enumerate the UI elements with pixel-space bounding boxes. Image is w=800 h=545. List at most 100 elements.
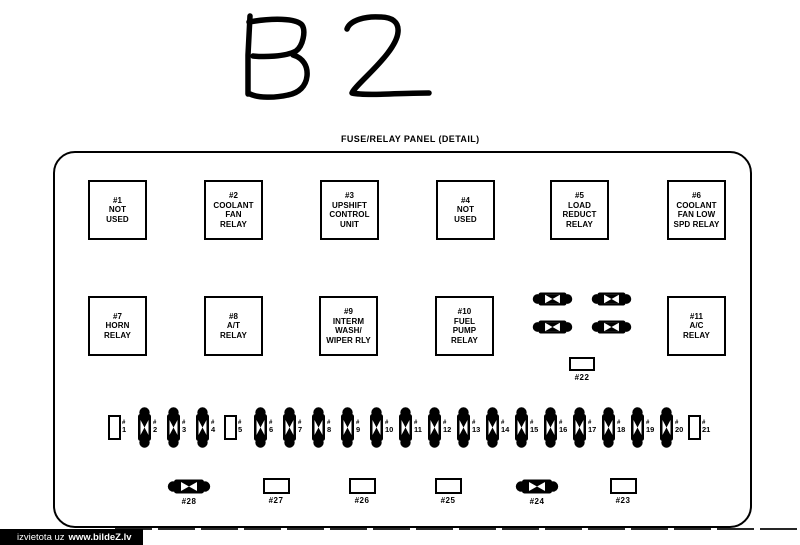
- fuse-9: #9: [340, 406, 360, 448]
- fuse-number: 14: [501, 425, 510, 434]
- fuse-number-label: #5: [238, 420, 242, 433]
- empty-fuse-slot-icon: [609, 478, 637, 494]
- fuse-number-label: #10: [385, 420, 394, 434]
- fuse-6: #6: [253, 406, 273, 448]
- letter-b-bottom-loop: [247, 52, 310, 100]
- relay-label-line: SPD RELAY: [673, 219, 720, 229]
- hash-sign: #: [472, 420, 476, 426]
- hash-sign: #: [443, 420, 447, 426]
- vertical-fuse-icon: [602, 406, 615, 448]
- relay-label-line: #2: [228, 191, 239, 200]
- fuse-17: #17: [572, 406, 596, 448]
- fuse-28: #28: [158, 478, 220, 506]
- fuse-number: 4: [211, 425, 216, 434]
- fuse-slot-26: #26: [331, 478, 393, 505]
- fuse-number-label: #8: [327, 420, 332, 434]
- relay-label-line: A/T: [226, 321, 241, 331]
- vertical-fuse-icon: [428, 406, 441, 448]
- fuse-number: 6: [269, 425, 274, 434]
- fuse-14: #14: [485, 406, 509, 448]
- fuse-12: #12: [427, 406, 451, 448]
- fuse-24: #24: [506, 478, 568, 506]
- relay-label-line: USED: [106, 214, 129, 224]
- vertical-fuse-icon: [660, 406, 673, 448]
- fuse-number-label: #2: [153, 420, 157, 433]
- relay-label-line: #5: [574, 191, 585, 200]
- relay-label-line: COOLANT: [213, 200, 254, 210]
- relay-label-line: RELAY: [220, 330, 247, 340]
- hash-sign: #: [211, 420, 215, 426]
- empty-fuse-slot-icon: [688, 414, 701, 440]
- hash-sign: #: [530, 420, 534, 426]
- fuse-number: 15: [530, 425, 539, 434]
- relay-label-line: WASH/: [335, 326, 362, 335]
- letter-b-stroke: [245, 13, 253, 97]
- fuse-10: #10: [369, 406, 393, 448]
- relay-label-line: A/C: [689, 321, 704, 331]
- relay-label-line: NOT: [108, 205, 127, 215]
- relay-label-line: FAN: [225, 210, 242, 219]
- relay-label-line: RELAY: [220, 219, 247, 229]
- fuse-number-label: #26: [354, 496, 370, 505]
- relay-label-line: INTERM: [332, 316, 365, 326]
- fuse-number: 19: [646, 425, 655, 434]
- vertical-fuse-icon: [312, 406, 325, 448]
- relay-label-line: WIPER RLY: [326, 335, 371, 345]
- fuse-number: 20: [675, 425, 684, 434]
- hash-sign: #: [588, 420, 592, 426]
- fuse-number-label: #28: [181, 497, 197, 506]
- vertical-fuse-icon: [370, 406, 383, 448]
- hash-sign: #: [269, 420, 273, 426]
- relay-label-line: #1: [112, 195, 123, 205]
- relay-label-line: UPSHIFT: [332, 200, 367, 210]
- fuse-number-label: #17: [588, 420, 597, 434]
- scan-artifact-line: [115, 528, 797, 530]
- fuse-number: 10: [385, 425, 394, 434]
- hash-sign: #: [559, 420, 563, 426]
- fuse-number-label: #1: [122, 420, 126, 433]
- relay-label-line: NOT: [456, 205, 475, 215]
- panel-title: FUSE/RELAY PANEL (DETAIL): [341, 134, 480, 144]
- fuse-number: 16: [559, 425, 568, 434]
- fuse-number-label: #3: [182, 420, 186, 433]
- horizontal-fuse-icon: [532, 320, 573, 334]
- empty-fuse-slot-icon: [224, 414, 237, 440]
- fuse-slot-25: #25: [417, 478, 479, 505]
- fuse-number: 7: [298, 425, 303, 434]
- vertical-fuse-icon: [167, 406, 180, 448]
- vertical-fuse-icon: [515, 406, 528, 448]
- fuse-22-label: #22: [574, 373, 590, 382]
- relay-label-line: RELAY: [683, 330, 710, 340]
- fuse-18: #18: [601, 406, 625, 448]
- relay-label-line: #11: [689, 311, 704, 321]
- fuse-number: 17: [588, 425, 597, 434]
- vertical-fuse-icon: [486, 406, 499, 448]
- fuse-20: #20: [659, 406, 683, 448]
- hash-sign: #: [675, 420, 679, 426]
- fuse-number-label: #19: [646, 420, 655, 434]
- mid-fuse-1: [532, 291, 573, 307]
- fuse-number-label: #6: [269, 420, 274, 434]
- fuse-number-label: #25: [440, 496, 456, 505]
- vertical-fuse-icon: [341, 406, 354, 448]
- fuse-number: 8: [327, 425, 332, 434]
- vertical-fuse-icon: [254, 406, 267, 448]
- hash-sign: #: [356, 420, 360, 426]
- vertical-fuse-icon: [196, 406, 209, 448]
- handwritten-page-label-b2: [245, 13, 432, 100]
- hash-sign: #: [238, 420, 242, 426]
- letter-b-top-loop: [246, 16, 307, 60]
- fuse-number-label: #23: [615, 496, 631, 505]
- fuse-7: #7: [282, 406, 302, 448]
- hash-sign: #: [182, 420, 186, 426]
- vertical-fuse-icon: [544, 406, 557, 448]
